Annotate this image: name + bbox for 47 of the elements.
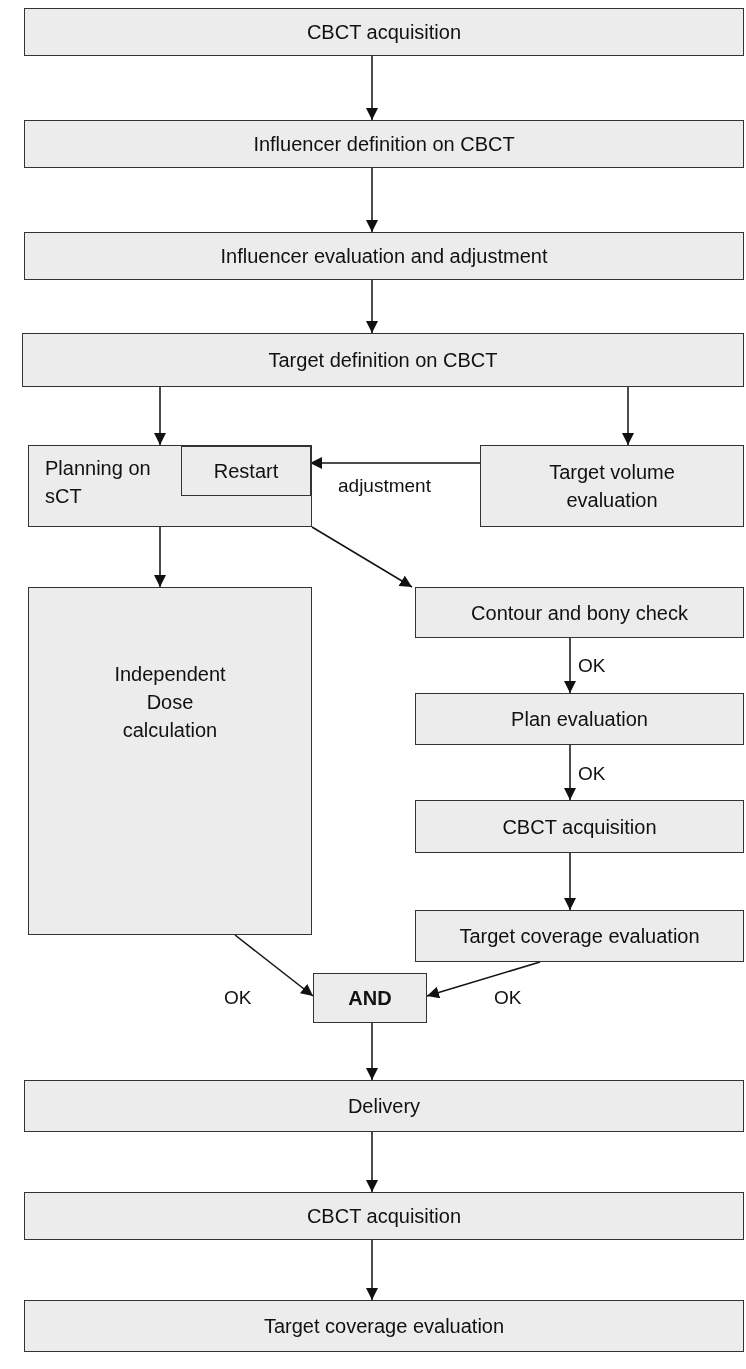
process-box: [24, 1080, 744, 1132]
arrow: [366, 279, 378, 334]
box-label: Plan evaluation: [511, 707, 648, 732]
arrow: [366, 167, 378, 233]
box-label: Delivery: [347, 1094, 421, 1119]
arrow: [366, 1131, 378, 1193]
process-box: [28, 445, 312, 527]
process-box: [24, 1300, 744, 1352]
arrow: [426, 961, 541, 999]
process-box: [24, 120, 744, 168]
arrow: [154, 386, 166, 446]
box-label: Restart: [213, 459, 279, 484]
box-label: CBCT acquisition: [502, 814, 657, 840]
box-label: Contour and bony check: [471, 600, 688, 626]
process-box: [28, 587, 312, 935]
box-label: Target coverage evaluation: [263, 1314, 505, 1339]
box-label: Influencer definition on CBCT: [253, 132, 515, 157]
arrow: [366, 55, 378, 121]
box-label: Target volume evaluation: [548, 460, 676, 513]
arrow: [564, 852, 576, 911]
process-box: [415, 693, 744, 745]
process-box: [480, 445, 744, 527]
arrow: [622, 386, 634, 446]
box-label: CBCT acquisition: [306, 1204, 462, 1229]
process-box: [22, 333, 744, 387]
arrow: [311, 526, 413, 588]
box-label: Influencer evaluation and adjustment: [220, 244, 548, 269]
arrow: [564, 637, 576, 694]
arrow: [564, 744, 576, 801]
box-label: Planning on sCT: [45, 456, 152, 509]
process-box: [24, 1192, 744, 1240]
process-box: [313, 973, 427, 1023]
process-box: [415, 587, 744, 638]
box-label: Target coverage evaluation: [459, 924, 700, 949]
process-box: [415, 910, 744, 962]
box-label: CBCT acquisition: [306, 20, 462, 45]
process-box: [24, 232, 744, 280]
box-label: AND: [348, 986, 392, 1011]
box-label: Independent Dose calculation: [113, 662, 227, 743]
arrow: [234, 934, 314, 997]
arrow: [366, 1239, 378, 1301]
arrow: [366, 1022, 378, 1081]
process-box: [181, 446, 311, 496]
process-box: [415, 800, 744, 853]
arrow: [154, 526, 166, 588]
process-box: [24, 8, 744, 56]
box-label: Target definition on CBCT: [268, 348, 498, 373]
